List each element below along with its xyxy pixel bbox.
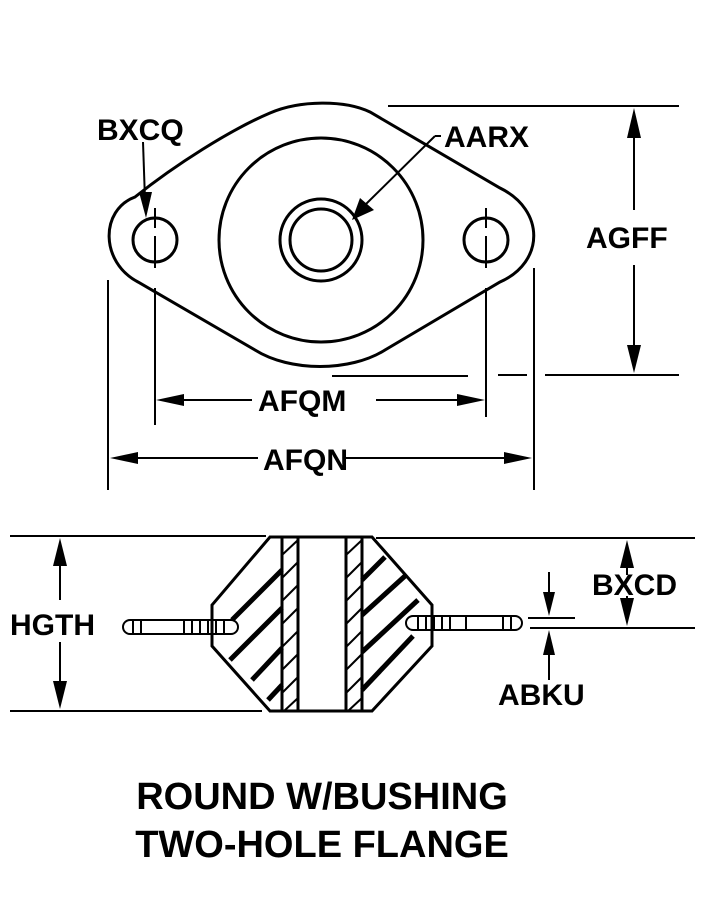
hgth-label: HGTH (10, 609, 95, 642)
title-line-1: ROUND W/BUSHING (136, 776, 508, 818)
abku-label: ABKU (498, 679, 585, 712)
drawing-title: ROUND W/BUSHING TWO-HOLE FLANGE (135, 776, 509, 866)
abku-arrow-up (543, 630, 555, 655)
bushing-outer-circle (278, 197, 364, 283)
hgth-arrow-down (53, 681, 67, 709)
bxcq-leader-line (142, 141, 146, 201)
bxcq-arrowhead (139, 192, 152, 218)
bushing-hatching-left (281, 539, 299, 712)
side-view: HGTH BXCD ABKU (10, 535, 695, 713)
hgth-arrow-up (53, 538, 67, 566)
afqn-arrow-right (504, 452, 532, 464)
top-view: BXCQ AARX AGFF AFQM AFQN (97, 101, 679, 490)
right-flange-tab (405, 615, 523, 631)
bxcd-arrow-down (620, 598, 634, 626)
afqm-arrow-left (156, 394, 184, 406)
bxcd-label: BXCD (592, 569, 677, 602)
title-line-2: TWO-HOLE FLANGE (135, 824, 509, 866)
flange-outline (107, 101, 536, 368)
body-circle (217, 136, 425, 344)
body-section-outline (210, 535, 434, 713)
bushing-hatching-right (345, 539, 363, 712)
bxcd-arrow-up (620, 540, 634, 568)
bushing-bore-circle (288, 207, 354, 273)
aarx-leader-diagonal (364, 135, 436, 206)
afqm-label: AFQM (258, 385, 346, 418)
agff-arrow-up (627, 108, 641, 138)
agff-label: AGFF (586, 222, 668, 255)
bxcq-label: BXCQ (97, 114, 184, 147)
agff-arrow-down (627, 345, 641, 373)
left-flange-tab (122, 619, 239, 635)
aarx-label: AARX (444, 121, 529, 154)
aarx-arrowhead (352, 198, 374, 220)
rubber-hatching-right (360, 555, 420, 692)
afqn-arrow-left (110, 452, 138, 464)
abku-arrow-down (543, 592, 555, 616)
afqm-arrow-right (457, 394, 485, 406)
rubber-hatching-left (228, 568, 284, 702)
afqn-label: AFQN (263, 444, 348, 477)
